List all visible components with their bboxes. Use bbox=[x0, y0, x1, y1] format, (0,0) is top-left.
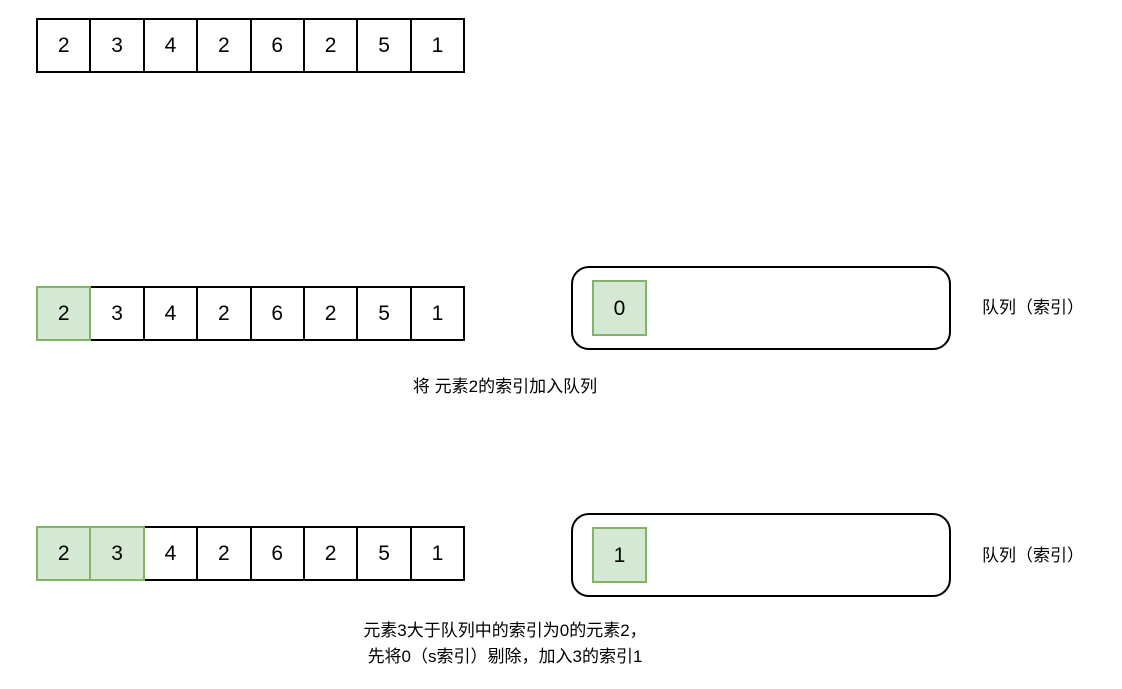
array-cell: 3 bbox=[89, 18, 145, 73]
array-cell-highlighted: 2 bbox=[36, 526, 92, 581]
queue-item: 0 bbox=[592, 280, 647, 336]
queue-box-step-2: 0 bbox=[571, 266, 951, 350]
array-cell: 4 bbox=[142, 526, 199, 581]
queue-item: 1 bbox=[592, 527, 647, 583]
array-cell: 3 bbox=[89, 286, 145, 341]
array-cell: 4 bbox=[142, 286, 199, 341]
caption-line: 将 元素2的索引加入队列 bbox=[412, 377, 598, 396]
queue-box-step-3: 1 bbox=[571, 513, 951, 597]
array-cell: 2 bbox=[302, 526, 359, 581]
caption-step-2: 将 元素2的索引加入队列 bbox=[0, 374, 1010, 400]
array-cell: 1 bbox=[409, 526, 466, 581]
array-cell-highlighted: 2 bbox=[36, 286, 92, 341]
array-cell: 4 bbox=[142, 18, 199, 73]
queue-label-step-2: 队列（索引） bbox=[982, 298, 1084, 317]
caption-line: 元素3大于队列中的索引为0的元素2， bbox=[363, 621, 647, 640]
array-row-step-2: 2 3 4 2 6 2 5 1 bbox=[36, 286, 466, 341]
array-cell: 5 bbox=[356, 526, 412, 581]
array-cell: 2 bbox=[196, 18, 252, 73]
array-cell: 2 bbox=[302, 286, 359, 341]
array-cell: 1 bbox=[409, 18, 466, 73]
array-cell: 2 bbox=[196, 526, 252, 581]
queue-label-step-3: 队列（索引） bbox=[982, 546, 1084, 565]
array-cell: 5 bbox=[356, 286, 412, 341]
caption-line: 先将0（s索引）剔除，加入3的索引1 bbox=[367, 646, 643, 666]
array-cell: 5 bbox=[356, 18, 412, 73]
array-cell: 1 bbox=[409, 286, 466, 341]
array-cell: 6 bbox=[249, 18, 305, 73]
array-row-step-1: 2 3 4 2 6 2 5 1 bbox=[36, 18, 466, 73]
array-cell: 6 bbox=[249, 286, 305, 341]
array-cell: 2 bbox=[302, 18, 359, 73]
array-row-step-3: 2 3 4 2 6 2 5 1 bbox=[36, 526, 466, 581]
array-cell: 2 bbox=[196, 286, 252, 341]
array-cell: 6 bbox=[249, 526, 305, 581]
array-cell: 2 bbox=[36, 18, 92, 73]
array-cell-highlighted: 3 bbox=[89, 526, 145, 581]
caption-step-3: 元素3大于队列中的索引为0的元素2， 先将0（s索引）剔除，加入3的索引1 bbox=[0, 618, 1010, 669]
